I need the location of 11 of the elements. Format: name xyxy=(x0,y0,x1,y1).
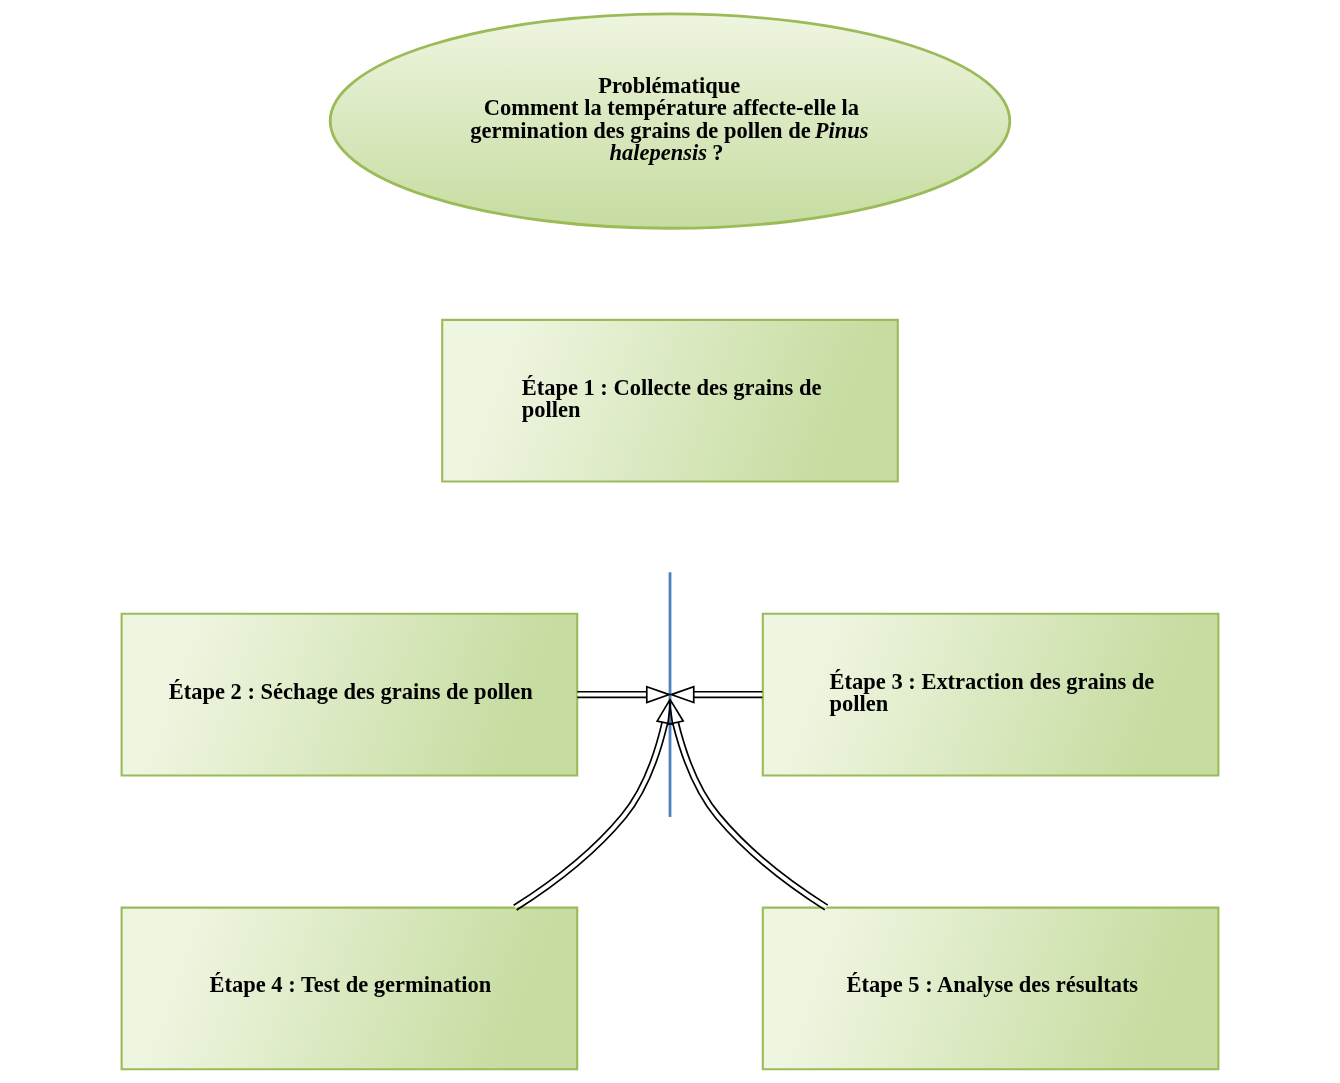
arrow xyxy=(666,698,829,911)
arrow xyxy=(668,685,764,704)
node-box: Étape 5 : Analyse des résultats xyxy=(761,906,1220,1071)
node-line xyxy=(668,572,672,817)
arrow xyxy=(512,698,674,911)
arrow xyxy=(576,685,672,704)
node-box: Étape 2 : Séchage des grains de pollen xyxy=(120,612,579,777)
node-ellipse: Problématique Comment la température affecte-elle la germination des grains de pollen de Pinus halepensis ? xyxy=(328,12,1012,230)
node-box: Étape 1 : Collecte des grains de pollen xyxy=(441,318,899,483)
node-box: Étape 4 : Test de germination xyxy=(120,906,579,1071)
node-box: Étape 3 : Extraction des grains de pollen xyxy=(761,612,1220,777)
